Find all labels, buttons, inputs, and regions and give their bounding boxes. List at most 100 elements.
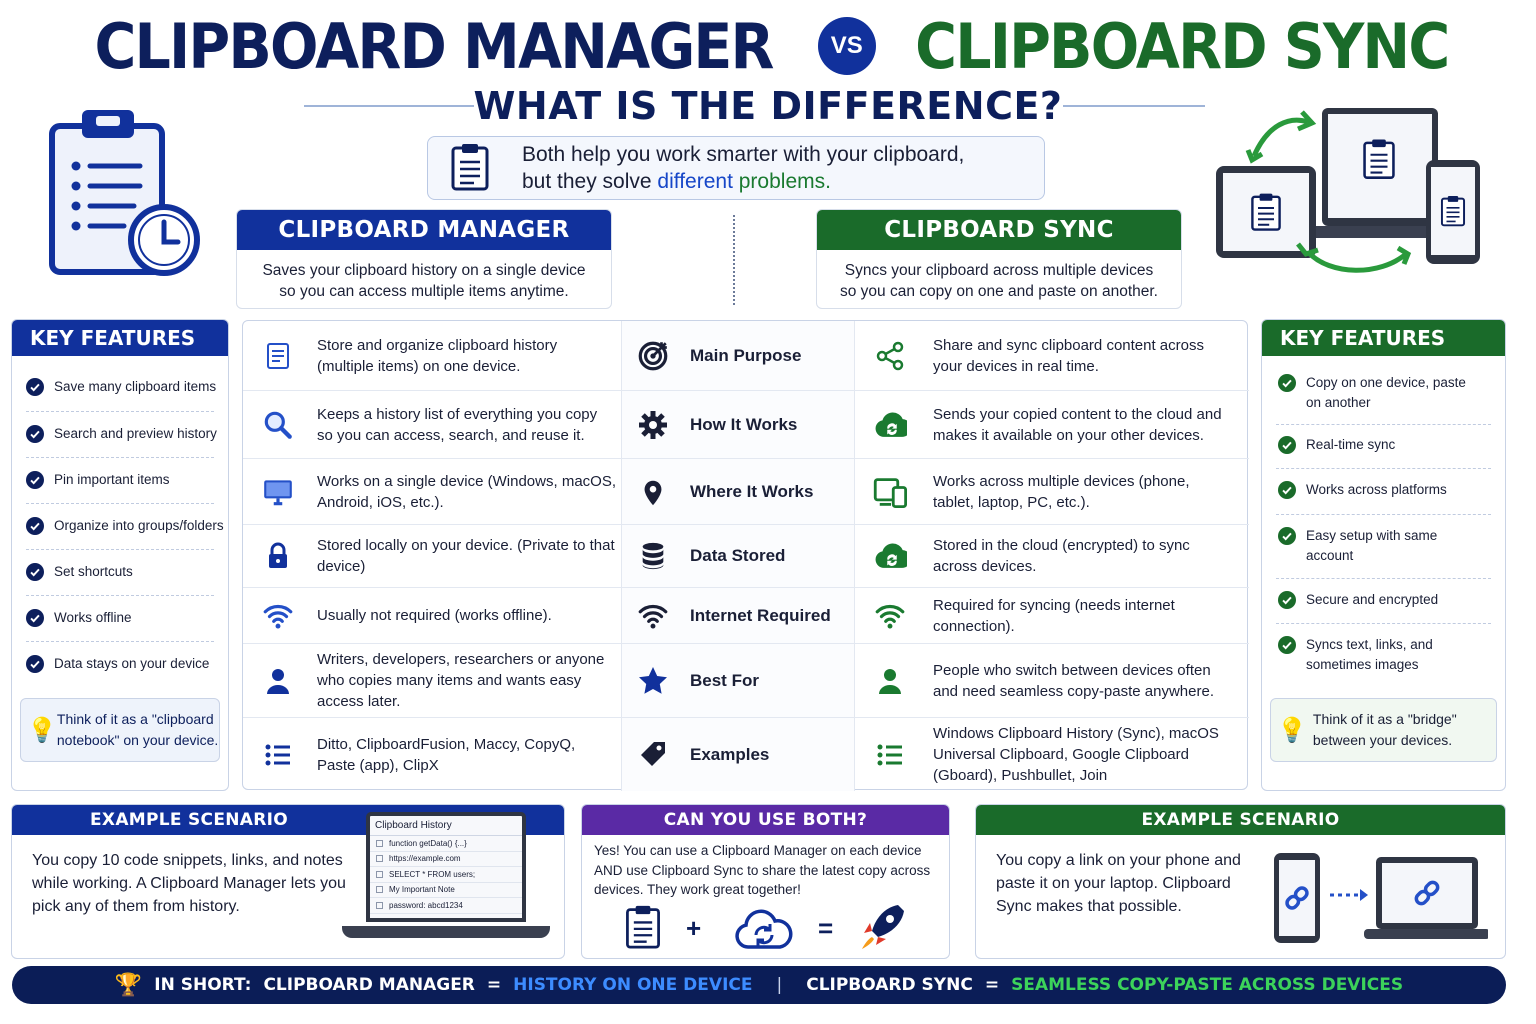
table-row: Store and organize clipboard history (mu… xyxy=(243,321,1249,390)
sync-feature-item: Copy on one device, paste on another xyxy=(1278,373,1478,413)
check-icon xyxy=(1278,636,1296,654)
summary-eq2: = xyxy=(984,975,1000,995)
summary-manager-value: HISTORY ON ONE DEVICE xyxy=(513,975,753,995)
list-item[interactable]: SELECT * FROM users; xyxy=(370,867,522,883)
title-left: CLIPBOARD MANAGER xyxy=(94,9,774,83)
table-row: Stored locally on your device. (Private … xyxy=(243,524,1249,587)
summary-sync: CLIPBOARD SYNC xyxy=(806,975,973,995)
trophy-icon: 🏆 xyxy=(114,972,143,998)
cloud-sync-icon xyxy=(873,406,907,444)
rocket-icon xyxy=(862,905,904,949)
devices-sync-icon xyxy=(1216,108,1480,273)
clipboard-clock-icon xyxy=(49,110,200,276)
use-both-heading: CAN YOU USE BOTH? xyxy=(582,805,949,835)
intro-part-a: but they solve xyxy=(522,170,658,193)
list-item[interactable]: function getData() {...} xyxy=(370,836,522,852)
summary-sync-value: SEAMLESS COPY-PASTE ACROSS DEVICES xyxy=(1011,975,1404,995)
sync-features-panel: KEY FEATURES Copy on one device, paste o… xyxy=(1261,319,1506,791)
laptop-base xyxy=(342,926,550,938)
clipboard-history-window: Clipboard History function getData() {..… xyxy=(366,812,526,922)
check-icon xyxy=(1278,374,1296,392)
clipboard-history-title: Clipboard History xyxy=(370,816,522,836)
manager-feature-item: Save many clipboard items xyxy=(26,377,226,397)
gear-icon xyxy=(636,409,670,441)
summary-eq1: = xyxy=(486,975,502,995)
user-icon xyxy=(873,665,907,697)
manager-feature-item: Organize into groups/folders xyxy=(26,516,230,536)
table-row: Keeps a history list of everything you c… xyxy=(243,390,1249,458)
search-icon xyxy=(261,408,295,442)
check-icon xyxy=(26,471,44,489)
manager-description: Saves your clipboard history on a single… xyxy=(237,250,611,302)
manager-heading: CLIPBOARD MANAGER xyxy=(237,210,611,250)
database-icon xyxy=(636,540,670,572)
sync-feature-item: Real-time sync xyxy=(1278,435,1478,455)
page-title: CLIPBOARD MANAGER VS CLIPBOARD SYNC xyxy=(0,6,1536,86)
sync-scenario-heading: EXAMPLE SCENARIO xyxy=(976,805,1505,835)
summary-label: IN SHORT: xyxy=(154,975,252,995)
share-icon xyxy=(873,340,907,372)
intro-box: Both help you work smarter with your cli… xyxy=(427,136,1045,200)
summary-manager: CLIPBOARD MANAGER xyxy=(263,975,475,995)
location-pin-icon xyxy=(636,476,670,508)
wifi-icon xyxy=(261,599,295,633)
summary-pipe: | xyxy=(776,975,783,995)
list-item[interactable]: My Important Note xyxy=(370,883,522,898)
document-icon xyxy=(261,340,295,372)
check-icon xyxy=(26,378,44,396)
sync-feature-item: Secure and encrypted xyxy=(1278,590,1478,610)
plus-sign: + xyxy=(686,913,702,943)
wifi-icon xyxy=(873,599,907,633)
sync-description: Syncs your clipboard across multiple dev… xyxy=(817,250,1181,302)
manager-features-heading: KEY FEATURES xyxy=(12,320,228,356)
manager-features-panel: KEY FEATURES Save many clipboard items S… xyxy=(11,319,229,791)
sync-scenario-text: You copy a link on your phone and paste … xyxy=(996,852,1241,915)
list-item[interactable]: password: abcd1234 xyxy=(370,898,522,914)
sync-scenario-card: EXAMPLE SCENARIO You copy a link on your… xyxy=(975,804,1506,959)
use-both-card: CAN YOU USE BOTH? Yes! You can use a Cli… xyxy=(581,804,950,959)
center-divider xyxy=(733,215,735,305)
manager-feature-item: Works offline xyxy=(26,608,226,628)
check-icon xyxy=(26,655,44,673)
sync-feature-item: Easy setup with same account xyxy=(1278,526,1478,566)
summary-bar: 🏆 IN SHORT: CLIPBOARD MANAGER = HISTORY … xyxy=(12,966,1506,1004)
use-both-text: Yes! You can use a Clipboard Manager on … xyxy=(594,843,931,897)
manager-scenario-text: You copy 10 code snippets, links, and no… xyxy=(32,852,346,915)
clipboard-icon xyxy=(625,905,661,949)
table-row: Ditto, ClipboardFusion, Maccy, CopyQ, Pa… xyxy=(243,717,1249,791)
sync-desc-line1: Syncs your clipboard across multiple dev… xyxy=(844,262,1154,279)
comparison-table: Store and organize clipboard history (mu… xyxy=(242,320,1249,791)
target-icon xyxy=(636,339,670,373)
check-icon xyxy=(1278,481,1296,499)
check-icon xyxy=(26,425,44,443)
lightbulb-icon: 💡 xyxy=(27,716,57,744)
intro-text: Both help you work smarter with your cli… xyxy=(522,141,964,195)
sync-definition: CLIPBOARD SYNC Syncs your clipboard acro… xyxy=(816,209,1182,309)
table-row: Writers, developers, researchers or anyo… xyxy=(243,643,1249,717)
intro-part-c: problems. xyxy=(732,170,831,193)
vs-badge: VS xyxy=(817,17,876,75)
manager-feature-item: Pin important items xyxy=(26,470,226,490)
check-icon xyxy=(26,609,44,627)
manager-feature-item: Search and preview history xyxy=(26,424,226,444)
divider-left xyxy=(304,105,474,107)
lightbulb-icon: 💡 xyxy=(1277,716,1307,744)
sync-analogy: 💡 Think of it as a "bridge" between your… xyxy=(1270,698,1497,762)
intro-part-b: different xyxy=(657,170,733,193)
clipboard-icon xyxy=(451,143,489,191)
table-row: Usually not required (works offline). In… xyxy=(243,587,1249,643)
wifi-icon xyxy=(636,599,670,633)
lock-icon xyxy=(261,540,295,572)
list-item[interactable]: https://example.com xyxy=(370,852,522,867)
cloud-sync-icon xyxy=(873,537,907,575)
intro-line2: but they solve different problems. xyxy=(522,168,964,195)
check-icon xyxy=(26,517,44,535)
check-icon xyxy=(1278,436,1296,454)
manager-feature-item: Set shortcuts xyxy=(26,562,226,582)
manager-feature-item: Data stays on your device xyxy=(26,654,226,674)
table-row: Works on a single device (Windows, macOS… xyxy=(243,458,1249,524)
devices-icon xyxy=(873,474,907,510)
manager-desc-line2: so you can access multiple items anytime… xyxy=(279,283,569,300)
user-icon xyxy=(261,665,295,697)
sync-desc-line2: so you can copy on one and paste on anot… xyxy=(840,283,1158,300)
